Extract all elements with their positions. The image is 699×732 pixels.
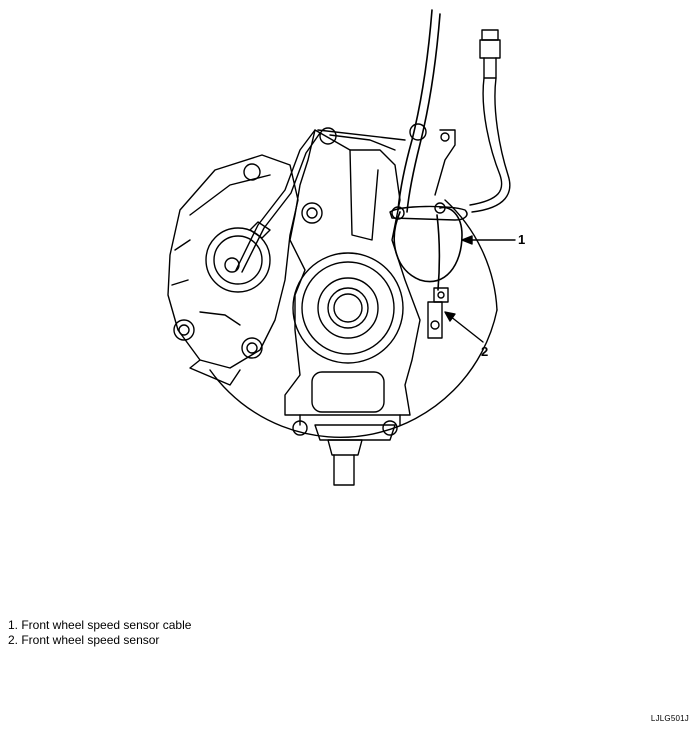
sensor-cable-bracket (389, 123, 468, 221)
callout-2-leader (444, 311, 484, 343)
legend-item-2: 2. Front wheel speed sensor (8, 633, 160, 647)
figure-code: LJLG501J (650, 714, 689, 723)
brake-disc (209, 199, 498, 438)
legend: 1. Front wheel speed sensor cable 2. Fro… (8, 618, 191, 648)
callout-1-label: 1 (518, 232, 526, 247)
sensor-cable-upper (397, 9, 441, 213)
hub-bearing (292, 252, 404, 364)
speed-sensor-cable-loop (393, 206, 463, 291)
brake-caliper (167, 154, 323, 369)
brake-hose (469, 29, 511, 213)
callout-1-leader (461, 235, 516, 245)
legend-item-1: 1. Front wheel speed sensor cable (8, 618, 192, 632)
knuckle-hub-illustration (167, 9, 516, 486)
steering-knuckle (284, 127, 421, 426)
lower-ball-joint (292, 420, 398, 486)
front-wheel-speed-sensor (427, 287, 449, 339)
brake-pipe (189, 129, 321, 386)
callout-2-label: 2 (481, 344, 489, 359)
